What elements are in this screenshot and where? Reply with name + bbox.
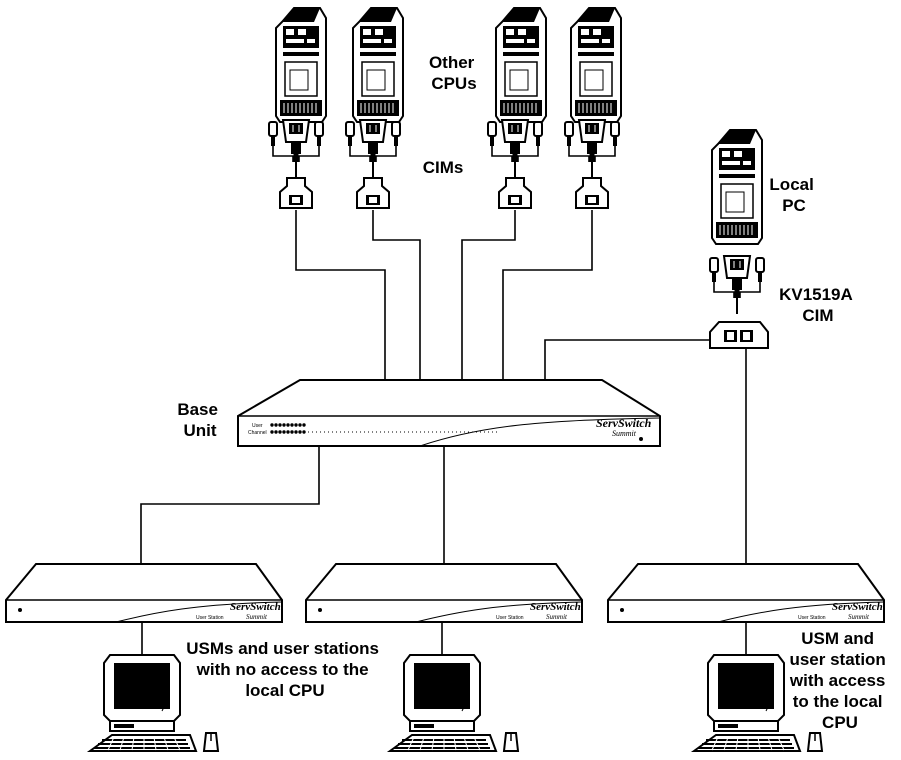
label-usm-with-access: USM and user station with access to the … — [789, 629, 891, 732]
connection-wires — [140, 162, 747, 655]
user-station-1-label: User Station — [196, 615, 224, 621]
local-pc-tower — [711, 129, 763, 245]
label-other-cpus: Other CPUs — [429, 53, 479, 93]
cable-connectors-1 — [267, 118, 325, 164]
label-kv1519a-cim: KV1519A CIM — [779, 285, 857, 325]
cable-connectors-3 — [486, 118, 544, 164]
label-cims: CIMs — [423, 158, 464, 177]
label-usms-no-access: USMs and user stations with no access to… — [186, 639, 383, 700]
user-station-2-brand-sub: Summit — [546, 613, 568, 621]
user-station-3: User Station ServSwitch Summit — [607, 563, 885, 623]
cim-module-4 — [575, 177, 609, 209]
user-station-1-brand: ServSwitch — [230, 601, 281, 613]
base-brand-sub: Summit — [612, 429, 637, 438]
other-cpu-tower-3 — [495, 7, 547, 123]
other-cpu-tower-1 — [275, 7, 327, 123]
user-led-row — [270, 423, 306, 427]
label-base-unit: Base Unit — [177, 400, 222, 440]
base-channel-row-label: Channel — [248, 430, 267, 436]
user-station-1: User Station ServSwitch Summit — [5, 563, 283, 623]
channel-led-row — [270, 430, 306, 434]
user-station-3-label: User Station — [798, 615, 826, 621]
user-station-2: User Station ServSwitch Summit — [305, 563, 583, 623]
base-unit: User Channel ServSwitch Summit — [237, 379, 661, 447]
workstation-2 — [389, 654, 519, 752]
user-station-2-brand: ServSwitch — [530, 601, 581, 613]
cim-module-1 — [279, 177, 313, 209]
other-cpu-tower-2 — [352, 7, 404, 123]
base-brand-name: ServSwitch — [596, 416, 652, 430]
kv1519a-cim-module — [709, 321, 769, 349]
user-station-2-label: User Station — [496, 615, 524, 621]
user-station-3-brand-sub: Summit — [848, 613, 870, 621]
base-user-row-label: User — [252, 423, 263, 429]
cim-module-2 — [356, 177, 390, 209]
cable-connectors-2 — [344, 118, 402, 164]
user-station-3-brand: ServSwitch — [832, 601, 883, 613]
cable-connectors-4 — [563, 118, 621, 164]
user-station-1-brand-sub: Summit — [246, 613, 268, 621]
other-cpu-tower-4 — [570, 7, 622, 123]
label-local-pc: Local PC — [769, 175, 818, 215]
cim-module-3 — [498, 177, 532, 209]
local-pc-connectors — [708, 254, 766, 300]
